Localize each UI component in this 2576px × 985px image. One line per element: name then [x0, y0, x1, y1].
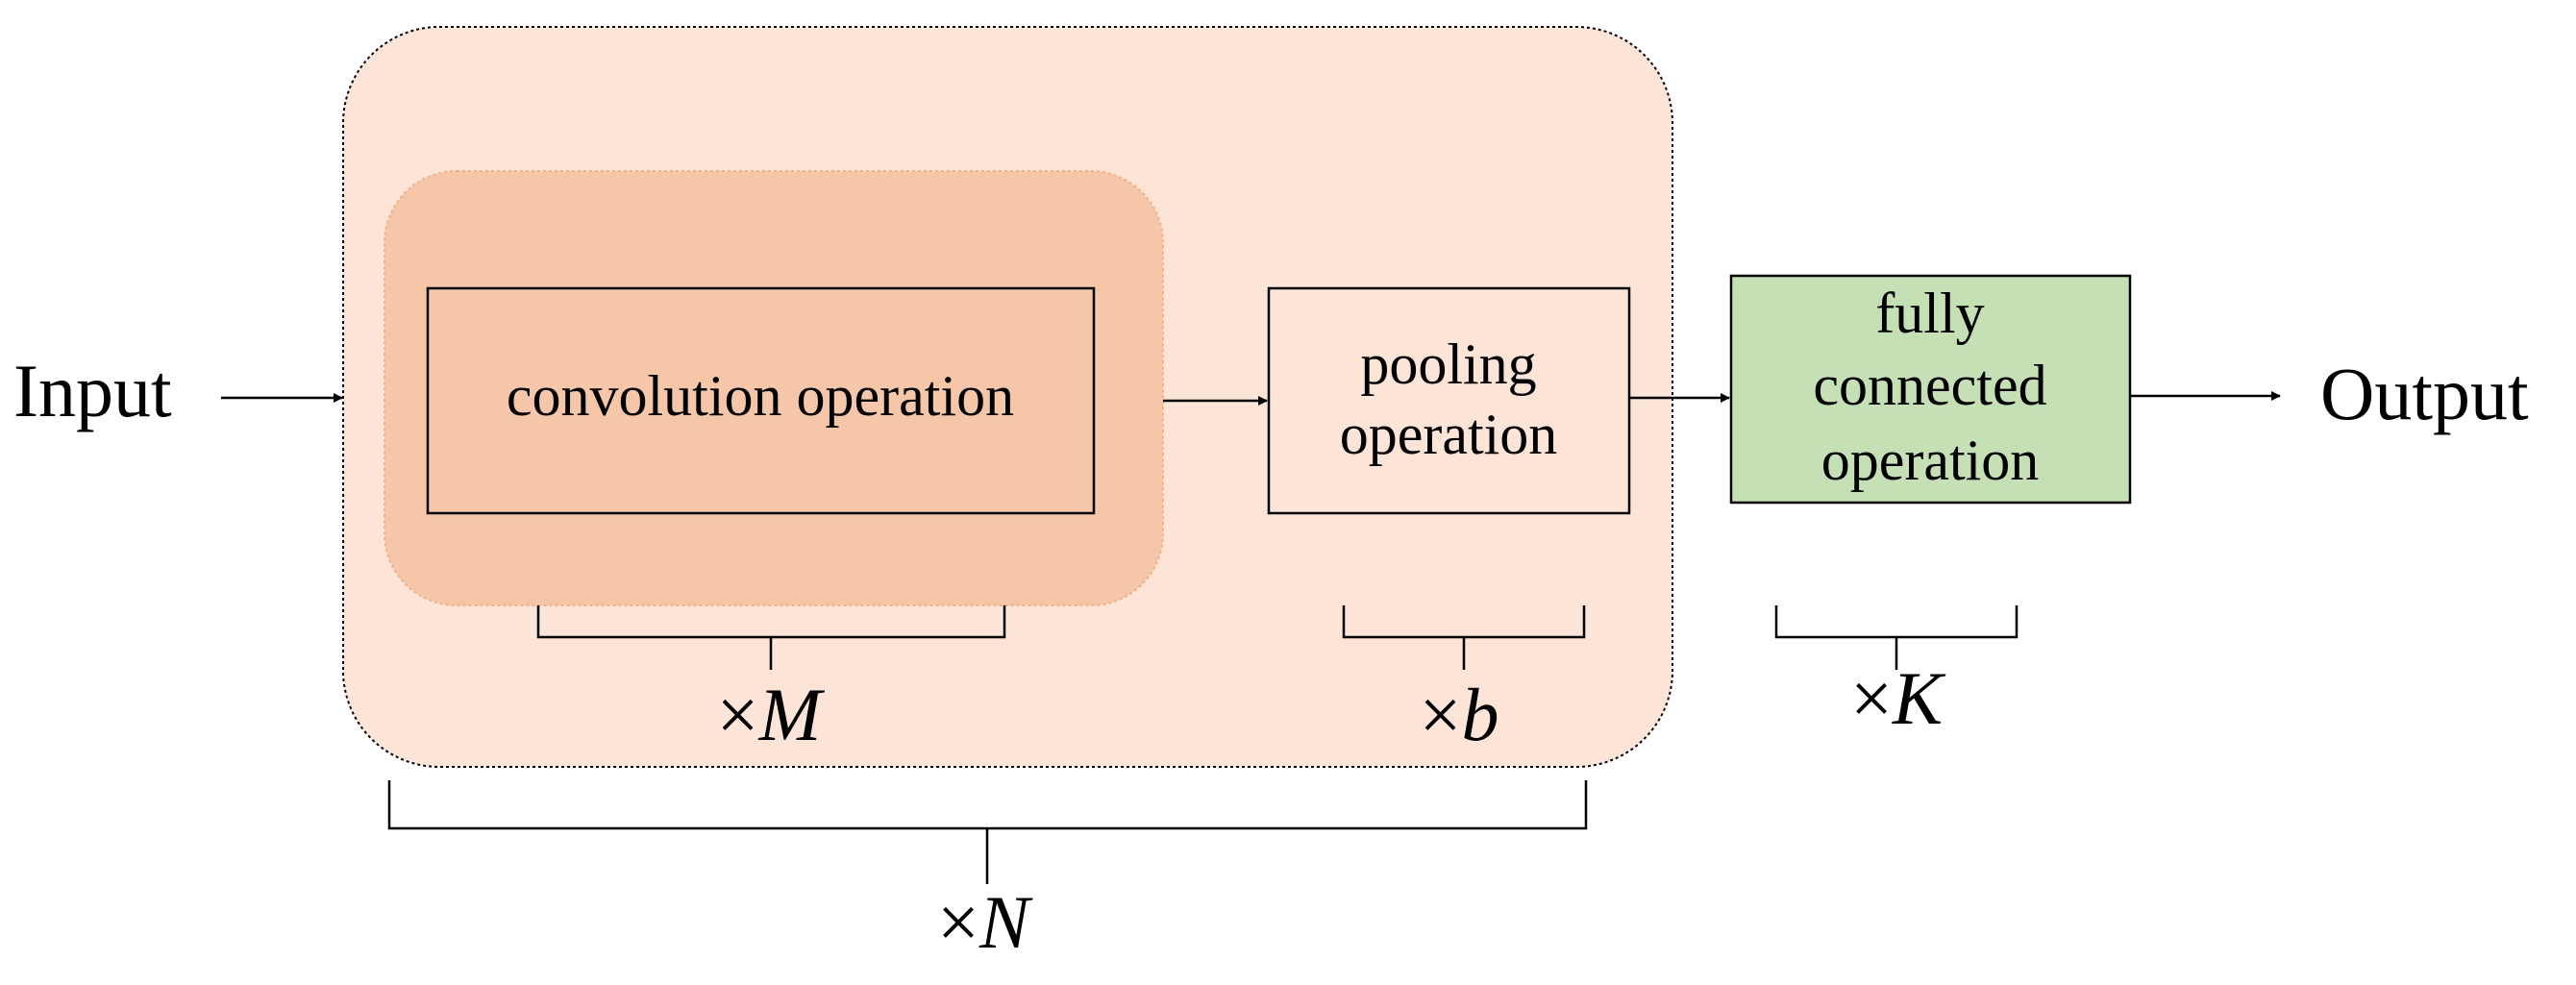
convolution-label: convolution operation [507, 364, 1014, 428]
multiplier-m: ×M [717, 673, 826, 756]
multiplier-k: ×K [1850, 656, 1946, 740]
convolution-box [426, 286, 1096, 515]
multiplier-n: ×N [937, 880, 1033, 964]
fully-connected-box [1729, 274, 2132, 505]
output-label: Output [2320, 352, 2529, 435]
multiplier-b: ×b [1420, 673, 1499, 756]
pooling-box [1267, 286, 1631, 515]
pooling-label-line2: operation [1340, 403, 1558, 466]
brace-n [387, 780, 1588, 884]
fc-label-line2: connected [1813, 354, 2046, 417]
input-label: Input [13, 349, 172, 432]
fc-label-line3: operation [1821, 429, 2040, 492]
fc-label-line1: fully [1875, 282, 1984, 345]
pooling-label-line1: pooling [1360, 332, 1536, 396]
brace-b [1342, 605, 1586, 670]
brace-m [536, 605, 1006, 670]
brace-k [1774, 605, 2019, 670]
